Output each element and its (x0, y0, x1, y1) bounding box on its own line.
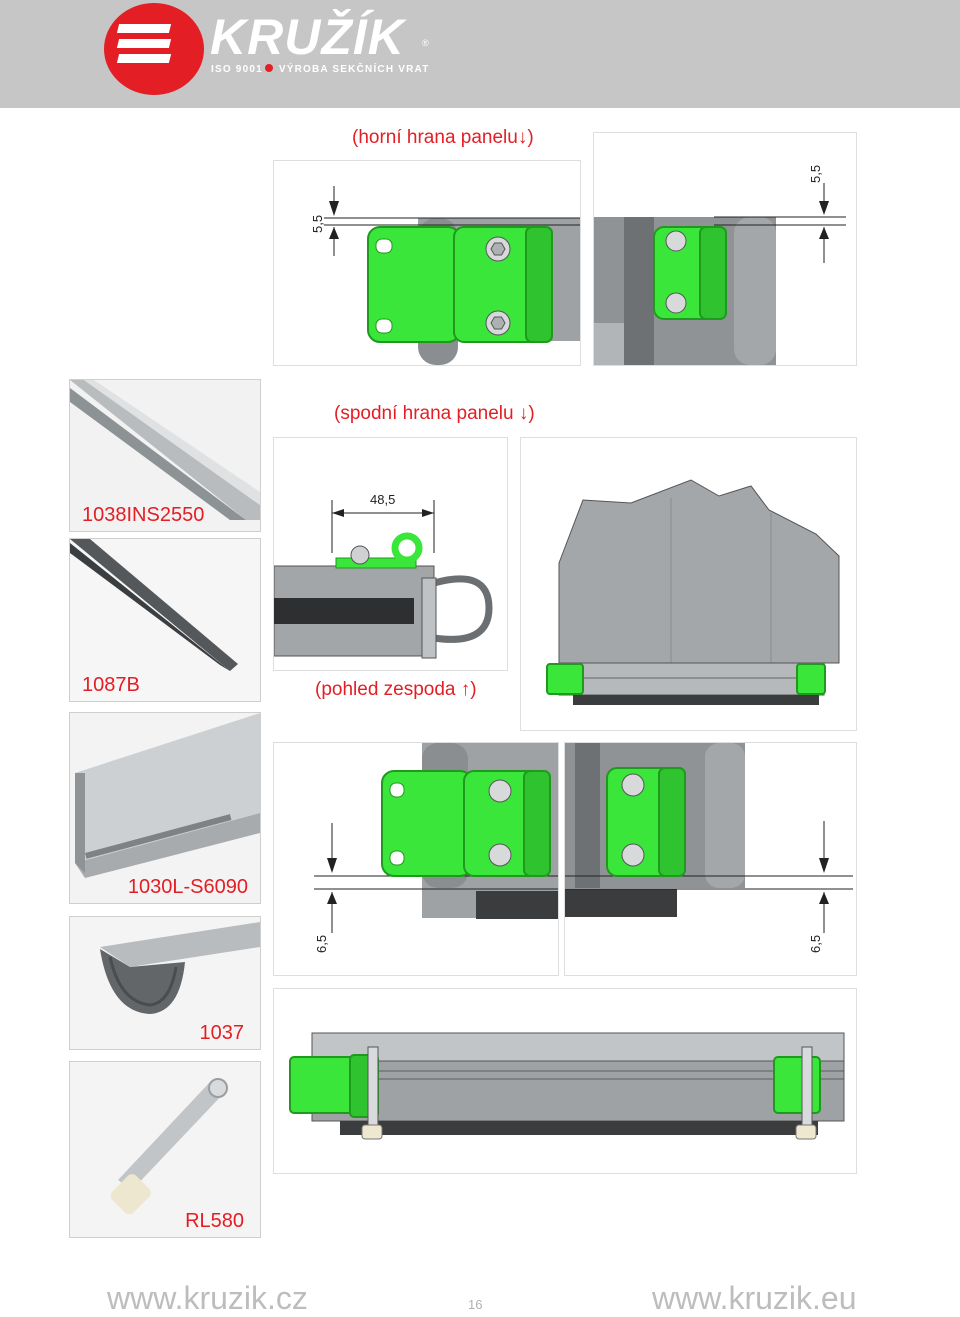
panel-roller-panel (273, 988, 857, 1174)
hinge-bottom-left-panel: 6,5 (273, 742, 559, 976)
aluminium-rail-photo (70, 380, 260, 531)
brand-tagline: VÝROBA SEKČNÍCH VRAT (278, 64, 430, 75)
panel-bottom-iso-panel (520, 437, 857, 731)
dimension-label: 5,5 (310, 215, 325, 233)
hinge-bottom-right-drawing: 6,5 (565, 743, 853, 953)
product-photo-roller: RL580 (69, 1061, 261, 1238)
caption-bottom-edge: (spodní hrana panelu ↓) (334, 403, 535, 424)
hinge-top-right-drawing: 5,5 (594, 165, 846, 365)
hinge-bottom-left-drawing: 6,5 (314, 743, 558, 953)
red-dot-icon (264, 64, 273, 72)
roller-photo (70, 1062, 260, 1237)
logo-mark (104, 3, 204, 95)
caption-bottom-view: (pohled zespoda ↑) (315, 679, 477, 700)
product-code: 1037 (199, 1022, 245, 1044)
brush-seal-photo (70, 539, 260, 701)
hinge-bottom-right-panel: 6,5 (564, 742, 857, 976)
page-number: 16 (468, 1297, 483, 1312)
footer-url-eu[interactable]: www.kruzik.eu (652, 1280, 857, 1316)
dimension-label: 48,5 (370, 492, 395, 507)
page-header: KRUŽÍK ® ISO 9001 VÝROBA SEKČNÍCH VRAT (0, 0, 960, 108)
product-code: 1030L-S6090 (127, 876, 248, 898)
product-photo-seal: 1037 (69, 916, 261, 1050)
dimension-label: 6,5 (314, 935, 329, 953)
product-code: 1087B (82, 674, 140, 696)
brand-iso: ISO 9001 (211, 64, 263, 75)
product-photo-brush: 1087B (69, 538, 261, 702)
aluminium-profile-photo (70, 713, 260, 903)
dimension-label: 5,5 (808, 165, 823, 183)
profile-section-panel: 48,5 (273, 437, 508, 671)
profile-section-drawing: 48,5 (274, 492, 493, 659)
panel-roller-drawing (289, 1032, 845, 1140)
product-photo-rail: 1038INS2550 (69, 379, 261, 532)
brand-registered-mark: ® (422, 38, 429, 48)
hinge-top-left-drawing: 5,5 (310, 186, 580, 365)
hinge-top-right-panel: 5,5 (593, 132, 857, 366)
footer-url-cz[interactable]: www.kruzik.cz (107, 1280, 308, 1316)
rubber-seal-photo (70, 917, 260, 1049)
brand-name: KRUŽÍK (210, 9, 405, 65)
product-code: 1038INS2550 (82, 504, 205, 526)
hinge-top-left-panel: 5,5 (273, 160, 581, 366)
brand-tagline-line: ISO 9001 VÝROBA SEKČNÍCH VRAT (211, 64, 430, 75)
product-code: RL580 (185, 1210, 244, 1232)
panel-bottom-iso-drawing (546, 479, 840, 705)
product-photo-profile: 1030L-S6090 (69, 712, 261, 904)
dimension-label: 6,5 (808, 935, 823, 953)
logo-stripes-icon (116, 24, 172, 69)
caption-top-edge: (horní hrana panelu↓) (352, 127, 534, 148)
